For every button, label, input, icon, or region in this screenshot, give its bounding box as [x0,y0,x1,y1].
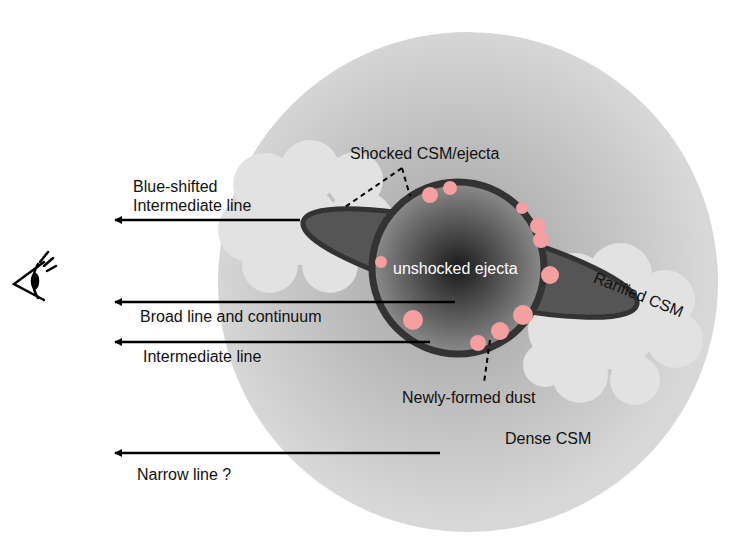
rarified-csm-right [523,243,703,405]
region-label: Dense CSM [505,429,591,448]
newly-formed-dust [375,181,559,351]
dense-csm [218,32,718,532]
line-label: Intermediate line [143,347,261,366]
unshocked-ejecta [372,182,544,354]
line-label: Blue-shifted Intermediate line [133,177,293,215]
part-label: Shocked CSM/ejecta [350,144,499,163]
line-label: Broad line and continuum [140,307,321,326]
line-arrows [115,220,455,453]
region-label: unshocked ejecta [393,259,518,278]
observer-eye [14,252,56,300]
part-label: Newly-formed dust [402,388,535,407]
line-label: Narrow line ? [137,465,231,484]
